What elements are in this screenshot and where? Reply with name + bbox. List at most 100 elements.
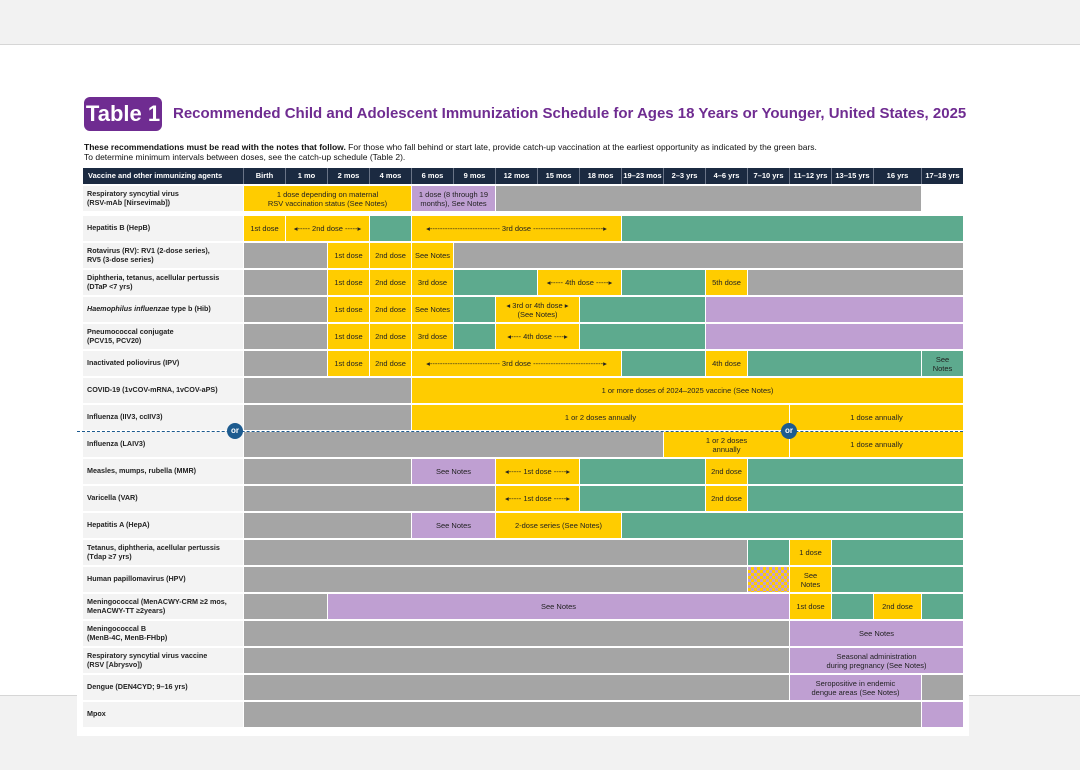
- vaccine-row-label: Meningococcal B(MenB-4C, MenB-FHbp): [83, 621, 243, 646]
- header-age-column: 16 yrs: [873, 168, 921, 184]
- header-age-column: 15 mos: [537, 168, 579, 184]
- schedule-bar: [244, 324, 327, 349]
- vaccine-row-label: Haemophilus influenzae type b (Hib): [83, 297, 243, 322]
- schedule-bar: [622, 216, 963, 241]
- vaccine-row-label: Inactivated poliovirus (IPV): [83, 351, 243, 376]
- schedule-bar: [706, 324, 963, 349]
- schedule-bar-labeled: 3rd dose: [412, 324, 453, 349]
- schedule-bar-labeled: See Notes: [412, 243, 453, 268]
- header-age-column: 18 mos: [579, 168, 621, 184]
- schedule-bar-labeled: See Notes: [412, 513, 495, 538]
- vaccine-row-label: Mpox: [83, 702, 243, 727]
- schedule-bar-labeled: 2nd dose: [370, 297, 411, 322]
- table-title: Recommended Child and Adolescent Immuniz…: [173, 105, 967, 122]
- intro-line2: To determine minimum intervals between d…: [84, 152, 406, 162]
- schedule-bar: [244, 567, 747, 592]
- schedule-bar: [244, 621, 789, 646]
- schedule-bar-labeled: ◂----- 1st dose -----▸: [496, 459, 579, 484]
- schedule-bar-labeled: 4th dose: [706, 351, 747, 376]
- header-age-column: 19–23 mos: [621, 168, 663, 184]
- header-age-column: 2–3 yrs: [663, 168, 705, 184]
- schedule-bar-labeled: ◂---------------------------- 3rd dose -…: [412, 351, 621, 376]
- vaccine-row-label: Human papillomavirus (HPV): [83, 567, 243, 592]
- schedule-bar: [832, 567, 963, 592]
- schedule-bar: [622, 513, 963, 538]
- schedule-bar-labeled: ◂----- 2nd dose -----▸: [286, 216, 369, 241]
- schedule-bar: [748, 540, 789, 565]
- schedule-bar-labeled: 2nd dose: [370, 270, 411, 295]
- vaccine-row-label: Influenza (IIV3, ccIIV3): [83, 405, 243, 430]
- schedule-bar-labeled: See Notes: [790, 621, 963, 646]
- schedule-bar: [244, 675, 789, 700]
- schedule-bar-labeled: See Notes: [328, 594, 789, 619]
- vaccine-row-label: Hepatitis A (HepA): [83, 513, 243, 538]
- schedule-bar: [748, 270, 963, 295]
- schedule-bar: [244, 459, 411, 484]
- schedule-bar-labeled: ◂---------------------------- 3rd dose -…: [412, 216, 621, 241]
- vaccine-row-label: Diphtheria, tetanus, acellular pertussis…: [83, 270, 243, 295]
- page-viewport: Table 1 Recommended Child and Adolescent…: [0, 44, 1080, 736]
- schedule-bar: [580, 486, 705, 511]
- header-age-column: 1 mo: [285, 168, 327, 184]
- schedule-bar: [496, 186, 921, 211]
- schedule-bar-labeled: ◂----- 4th dose -----▸: [538, 270, 621, 295]
- header-age-column: 9 mos: [453, 168, 495, 184]
- schedule-bar: [454, 324, 495, 349]
- schedule-bar: [454, 297, 495, 322]
- schedule-bar: [922, 675, 963, 700]
- schedule-bar: [832, 540, 963, 565]
- schedule-bar: [622, 351, 705, 376]
- vaccine-row-label: Measles, mumps, rubella (MMR): [83, 459, 243, 484]
- schedule-bar-labeled: ◂---- 4th dose ----▸: [496, 324, 579, 349]
- intro-text: These recommendations must be read with …: [84, 142, 964, 162]
- vaccine-row-label: Dengue (DEN4CYD; 9–16 yrs): [83, 675, 243, 700]
- header-age-column: 11–12 yrs: [789, 168, 831, 184]
- schedule-bar-labeled: 2nd dose: [706, 486, 747, 511]
- schedule-bar: [454, 270, 537, 295]
- schedule-bar-labeled: See Notes: [412, 459, 495, 484]
- schedule-bar-labeled: 1 dose annually: [790, 405, 963, 430]
- immunization-table-document: Table 1 Recommended Child and Adolescent…: [77, 92, 969, 736]
- vaccine-row-label: Hepatitis B (HepB): [83, 216, 243, 241]
- schedule-bar-labeled: 1st dose: [244, 216, 285, 241]
- schedule-bar: [580, 297, 705, 322]
- schedule-bar: [922, 702, 963, 727]
- vaccine-row-label: COVID-19 (1vCOV-mRNA, 1vCOV-aPS): [83, 378, 243, 403]
- column-header-row: Vaccine and other immunizing agents Birth…: [83, 168, 963, 184]
- schedule-bar-labeled: 5th dose: [706, 270, 747, 295]
- schedule-bar: [706, 297, 963, 322]
- schedule-bar: [244, 432, 663, 457]
- schedule-bar: [622, 270, 705, 295]
- schedule-bar-labeled: 1st dose: [790, 594, 831, 619]
- header-age-column: 2 mos: [327, 168, 369, 184]
- schedule-bar: [244, 702, 921, 727]
- schedule-bar-labeled: 1st dose: [328, 243, 369, 268]
- header-vaccine-column: Vaccine and other immunizing agents: [88, 171, 223, 180]
- schedule-bar: [748, 351, 921, 376]
- schedule-bar: [244, 378, 411, 403]
- header-age-column: 7–10 yrs: [747, 168, 789, 184]
- vaccine-row-label: Meningococcal (MenACWY-CRM ≥2 mos,MenACW…: [83, 594, 243, 619]
- schedule-bar-labeled: 1st dose: [328, 324, 369, 349]
- vaccine-row-label: Varicella (VAR): [83, 486, 243, 511]
- schedule-bar-labeled: 1 dose: [790, 540, 831, 565]
- intro-bold: These recommendations must be read with …: [84, 142, 346, 152]
- schedule-bar-labeled: ◂----- 1st dose -----▸: [496, 486, 579, 511]
- schedule-bar: [244, 405, 411, 430]
- schedule-bar-labeled: 2nd dose: [874, 594, 921, 619]
- header-age-column: 17–18 yrs: [921, 168, 963, 184]
- header-age-column: Birth: [243, 168, 285, 184]
- schedule-bar-labeled: 1 or more doses of 2024–2025 vaccine (Se…: [412, 378, 963, 403]
- schedule-grid: Vaccine and other immunizing agents Birth…: [77, 168, 963, 734]
- vaccine-row-label: Tetanus, diphtheria, acellular pertussis…: [83, 540, 243, 565]
- schedule-bar: [580, 324, 705, 349]
- schedule-bar-labeled: 1 dose (8 through 19 months), See Notes: [412, 186, 495, 211]
- vaccine-label-rest: type b (Hib): [169, 304, 211, 314]
- schedule-bar-labeled: See Notes: [412, 297, 453, 322]
- header-age-column: 12 mos: [495, 168, 537, 184]
